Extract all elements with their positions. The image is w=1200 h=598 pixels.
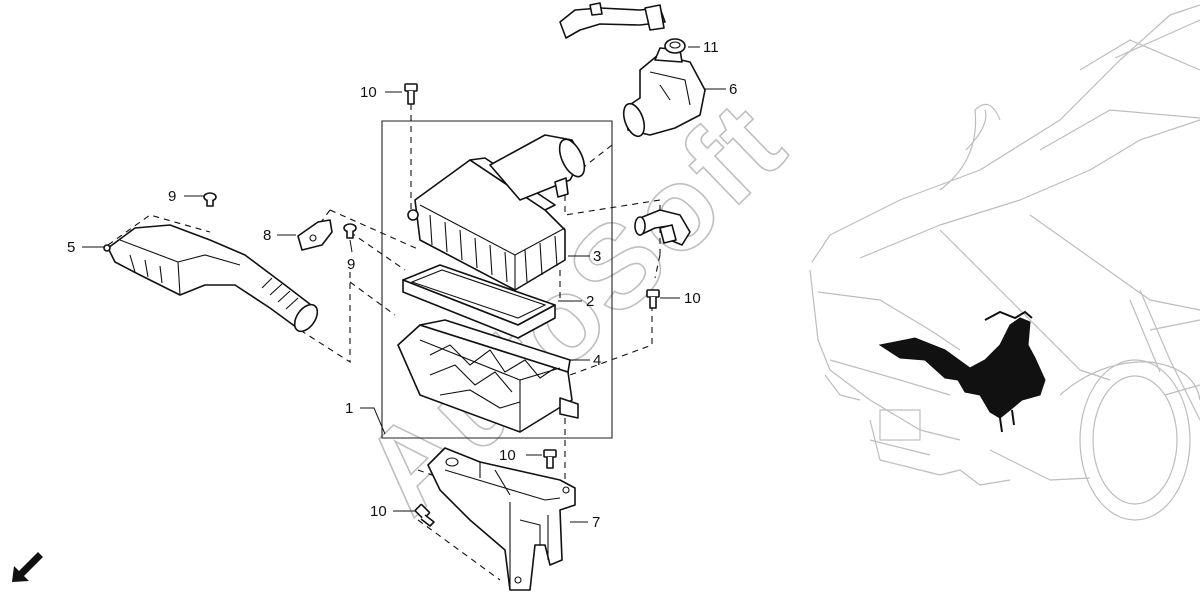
callout-10-lower-left: 10 [370, 503, 387, 520]
callout-8: 8 [263, 227, 271, 244]
part-air-intake-duct[interactable] [103, 224, 322, 335]
bolt-10-lower-left[interactable] [414, 503, 435, 527]
front-arrow-icon [12, 552, 43, 582]
callout-1: 1 [345, 400, 353, 417]
callout-4: 4 [593, 352, 601, 369]
callout-leaders [82, 46, 726, 523]
callout-11: 11 [703, 39, 719, 56]
callout-5: 5 [67, 239, 75, 256]
callout-6: 6 [729, 81, 737, 98]
part-air-outlet-hose[interactable] [559, 2, 706, 139]
part-hose-clamp[interactable] [664, 38, 686, 54]
callout-10-right: 10 [684, 290, 701, 307]
bolt-9-left[interactable] [203, 192, 217, 207]
bolt-9-bracket[interactable] [343, 223, 357, 239]
callout-3: 3 [593, 248, 601, 265]
bolt-10-bottom[interactable] [543, 449, 557, 469]
vehicle-location-icon [809, 4, 1200, 521]
part-air-filter-element[interactable] [402, 264, 556, 339]
part-breather-hose[interactable] [634, 209, 691, 246]
callout-7: 7 [592, 514, 600, 531]
bolt-10-top[interactable] [404, 83, 418, 105]
part-air-cleaner-lower-housing[interactable] [397, 319, 579, 433]
part-bracket[interactable] [297, 219, 333, 251]
assembly-frame [381, 120, 613, 439]
callout-9-left: 9 [168, 188, 176, 205]
highlighted-air-cleaner [878, 317, 1046, 419]
part-air-cleaner-upper-housing[interactable] [407, 134, 590, 291]
bolt-10-right[interactable] [646, 289, 660, 309]
callout-9-bracket: 9 [347, 256, 355, 273]
callout-10-top: 10 [360, 84, 377, 101]
part-mounting-bracket[interactable] [427, 447, 576, 591]
callout-2: 2 [586, 293, 594, 310]
callout-labels: 10 11 6 3 2 4 10 1 10 10 7 5 9 8 9 [67, 39, 737, 531]
callout-10-bottom: 10 [499, 447, 516, 464]
